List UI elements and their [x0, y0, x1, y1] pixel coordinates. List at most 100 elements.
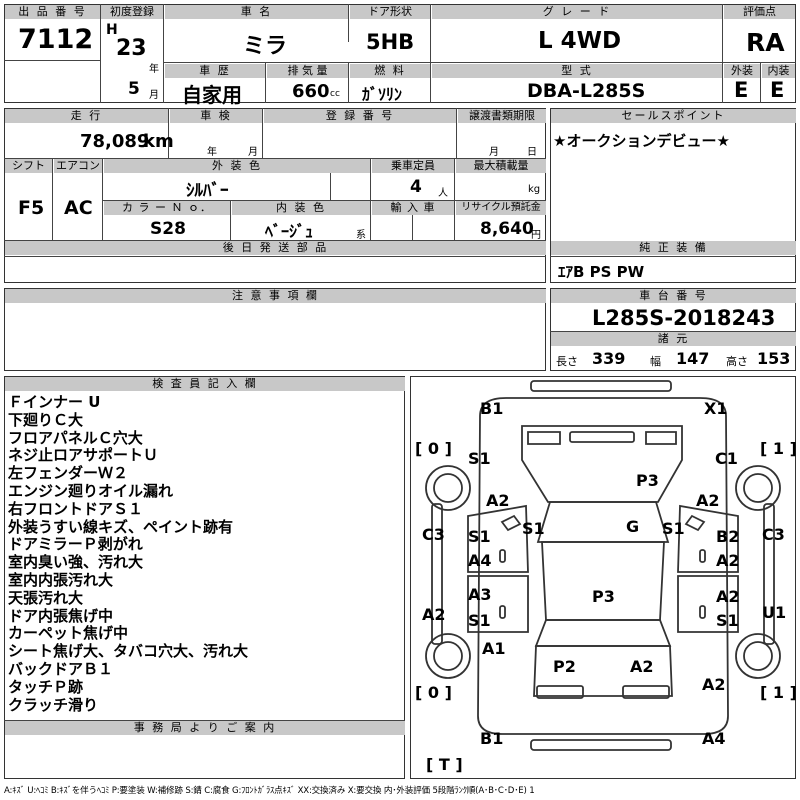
right-sill-outline	[763, 503, 775, 645]
inspection-label: 車 検	[170, 109, 262, 123]
inspector-note: ネジ止ロアサポートＵ	[8, 446, 159, 465]
inspector-note: エンジン廻りオイル漏れ	[8, 481, 174, 500]
damage-mark-bracket-tr: [ 1 ]	[760, 439, 796, 458]
month-unit: 月	[149, 90, 159, 101]
car-name: ミラ	[243, 34, 288, 59]
model-label: 型 式	[432, 64, 722, 78]
year-unit: 年	[149, 64, 159, 75]
score-value: RA	[746, 28, 785, 57]
roof-outline	[541, 541, 665, 621]
office-label: 事 務 局 よ り ご 案 内	[5, 721, 405, 735]
fuel-value: ｶﾞｿﾘﾝ	[362, 85, 403, 104]
height-value: 153	[757, 349, 791, 368]
inspector-note: 外装うすい線キズ、ペイント跡有	[8, 517, 234, 536]
damage-mark-B1-top: B1	[480, 399, 503, 418]
first-reg-label: 初度登録	[101, 5, 163, 19]
width-label: 幅	[650, 355, 661, 368]
tire-fl	[425, 465, 471, 511]
damage-mark-bracket-tl: [ 0 ]	[415, 439, 452, 458]
history-label: 車 歴	[165, 64, 265, 78]
damage-mark-bracket-bl: [ 0 ]	[415, 683, 452, 702]
chassis-value: L285S-2018243	[592, 306, 776, 330]
inspector-note: カーペット焦げ中	[8, 624, 129, 643]
inspector-note: 左フェンダーＷ２	[8, 464, 129, 483]
damage-mark-S1-rl: S1	[468, 611, 491, 630]
recycle-unit: 円	[531, 230, 541, 241]
selling-label: セールスポイント	[551, 109, 796, 123]
inspector-note: 右フロントドアＳ１	[8, 499, 144, 518]
selling-frame	[550, 108, 796, 283]
hood-outline	[521, 425, 683, 503]
damage-mark-B2-dr: B2	[716, 527, 739, 546]
caution-frame	[4, 288, 546, 371]
grade-value: L 4WD	[538, 28, 622, 54]
damage-mark-P2-bd: P2	[553, 657, 576, 676]
door-value: 5HB	[366, 30, 415, 54]
inspector-note: フロアパネルＣ穴大	[8, 428, 143, 447]
lot-label: 出 品 番 号	[5, 5, 100, 19]
recycle-label: リサイクル預託金	[456, 201, 546, 215]
left-rear-door-outline	[467, 575, 529, 633]
height-label: 高さ	[726, 355, 748, 368]
inspector-note: タッチＰ跡	[8, 677, 84, 696]
damage-mark-A1-ql: A1	[482, 639, 506, 658]
length-value: 339	[592, 349, 626, 368]
inspector-note: クラッチ滑り	[8, 695, 99, 714]
left-front-door-outline	[467, 504, 529, 573]
windshield-outline	[536, 501, 670, 543]
damage-mark-X1-top: X1	[704, 399, 727, 418]
inspector-note: バックドアＢ１	[8, 659, 114, 678]
color-value: ｼﾙﾊﾞｰ	[186, 181, 229, 201]
month-num: 5	[128, 79, 140, 99]
colorno-label: カ ラ ー Ｎ ｏ．	[104, 201, 230, 215]
damage-mark-P3-hood: P3	[636, 471, 659, 490]
ext-label: 外装	[724, 64, 760, 78]
door-label: ドア形状	[350, 5, 430, 19]
damage-mark-A4-dl: A4	[468, 551, 492, 570]
inspector-note: 室内臭い強、汚れ大	[8, 553, 144, 572]
inspector-frame	[4, 376, 405, 779]
disp-unit: cc	[330, 89, 340, 99]
import-label: 輸 入 車	[372, 201, 454, 215]
score-label: 評価点	[724, 5, 795, 19]
regno-label: 登 録 番 号	[264, 109, 456, 123]
damage-mark-S1-rr: S1	[716, 611, 739, 630]
inspector-note: ドアミラーＰ剥がれ	[8, 535, 143, 554]
int-label: 内装	[762, 64, 795, 78]
chassis-label: 車 台 番 号	[551, 289, 796, 303]
inspection-year: 年	[207, 147, 217, 158]
damage-mark-A2-rr: A2	[716, 587, 740, 606]
load-label: 最大積載量	[456, 159, 546, 173]
legend-text: A:ｷｽﾞ U:ﾍｺﾐ B:ｷｽﾞを伴うﾍｺﾐ P:要塗装 W:補修跡 S:錆 …	[4, 786, 535, 796]
damage-mark-G-ws: G	[626, 517, 639, 536]
load-unit: kg	[528, 184, 541, 195]
intcolor-unit: 系	[356, 230, 366, 241]
right-rear-door-outline	[677, 575, 739, 633]
capacity-label: 乗車定員	[372, 159, 454, 173]
damage-mark-C3-l: C3	[422, 525, 445, 544]
transfer-month: 月	[489, 147, 499, 158]
capacity-unit: 人	[438, 188, 448, 199]
damage-mark-A2-qr: A2	[702, 675, 726, 694]
car-name-label: 車 名	[165, 5, 348, 19]
shift-label: シフト	[5, 159, 52, 173]
damage-mark-B1-bot: B1	[480, 729, 503, 748]
inspector-note: シート焦げ大、タバコ穴大、汚れ大	[8, 642, 249, 661]
fuel-label: 燃 料	[350, 64, 430, 78]
inspector-note: 天張汚れ大	[8, 588, 84, 607]
damage-mark-S1-pl: S1	[522, 519, 545, 538]
details-frame	[4, 108, 546, 283]
damage-mark-A2-r1: A2	[696, 491, 720, 510]
capacity-value: 4	[410, 177, 422, 197]
damage-mark-C1-fr: C1	[715, 449, 738, 468]
backdoor-outline	[533, 645, 673, 697]
intcolor-label: 内 装 色	[232, 201, 370, 215]
history-value: 自家用	[182, 83, 242, 107]
inspection-month: 月	[248, 147, 258, 158]
dims-label: 諸 元	[551, 332, 796, 346]
damage-mark-T-bot: [ T ]	[426, 755, 463, 774]
caution-label: 注 意 事 項 欄	[5, 289, 546, 303]
shift-value: F5	[18, 197, 45, 219]
